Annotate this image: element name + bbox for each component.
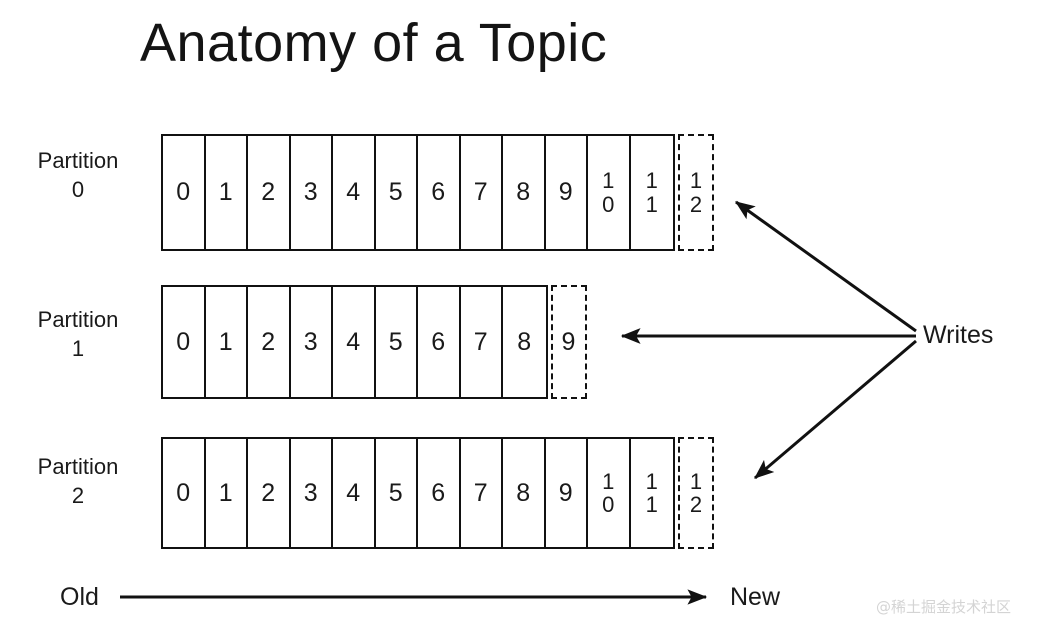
offset-value: 4 <box>346 327 361 356</box>
old-label: Old <box>60 583 99 611</box>
offset-cell[interactable]: 0 <box>163 287 206 397</box>
partition-index-0: 0 <box>71 177 85 203</box>
offset-value: 7 <box>473 178 488 206</box>
offset-value: 5 <box>388 178 403 206</box>
offset-value: 0 <box>176 178 191 206</box>
offset-value: 0 <box>176 327 191 356</box>
offset-value: 3 <box>303 478 318 507</box>
new-label: New <box>730 583 781 611</box>
offset-cell[interactable]: 1 <box>205 287 248 397</box>
offset-cell[interactable]: 7 <box>460 136 503 249</box>
offset-cell[interactable]: 3 <box>290 287 333 397</box>
offset-value: 1 <box>218 327 233 356</box>
offset-value: 3 <box>303 178 318 206</box>
offset-value: 1 <box>218 178 233 206</box>
offset-value: 8 <box>516 178 531 206</box>
offset-cell[interactable]: 8 <box>503 287 546 397</box>
offset-value: 7 <box>473 478 488 507</box>
offset-cell[interactable]: 0 <box>163 439 206 547</box>
offset-cell[interactable]: 7 <box>460 287 503 397</box>
offset-value: 2 <box>261 178 276 206</box>
offset-cell[interactable]: 5 <box>375 136 418 249</box>
offset-cell[interactable]: 9 <box>545 136 588 249</box>
offset-value: 5 <box>388 478 403 507</box>
offset-value: 9 <box>558 178 573 206</box>
partition-name-1: Partition <box>37 307 119 332</box>
offset-cell[interactable]: 6 <box>418 439 461 547</box>
partition-label-1: Partition 1 <box>3 305 153 363</box>
offset-value: 8 <box>516 478 531 507</box>
offset-value: 0 <box>176 478 191 507</box>
offset-cell[interactable]: 6 <box>418 136 461 249</box>
writes-label: Writes <box>923 321 994 349</box>
offset-cell[interactable]: 4 <box>333 136 376 249</box>
offset-cell[interactable]: 8 <box>503 136 546 249</box>
offset-cell[interactable]: 9 <box>545 439 588 547</box>
partition-1-committed-cells: 0 1 2 3 4 5 6 7 8 <box>161 285 548 399</box>
offset-value: 6 <box>431 478 446 507</box>
offset-value: 2 <box>261 478 276 507</box>
page-title: Anatomy of a Topic <box>140 13 608 73</box>
partition-label-0: Partition 0 <box>3 146 153 204</box>
offset-value: 6 <box>431 327 446 356</box>
partition-index-2: 2 <box>71 483 85 509</box>
offset-value: 6 <box>431 178 446 206</box>
offset-cell[interactable]: 1 <box>205 439 248 547</box>
offset-cell[interactable]: 2 <box>248 136 291 249</box>
partition-index-1: 1 <box>71 336 85 362</box>
offset-cell[interactable]: 8 <box>503 439 546 547</box>
write-arrow-partition-0 <box>735 200 917 333</box>
partition-name-0: Partition <box>37 148 119 173</box>
offset-cell[interactable]: 4 <box>333 439 376 547</box>
offset-cell[interactable]: 3 <box>290 439 333 547</box>
partition-row-1: 0 1 2 3 4 5 6 7 8 9 <box>161 285 587 399</box>
offset-value: 4 <box>346 178 361 206</box>
offset-cell[interactable]: 3 <box>290 136 333 249</box>
offset-cell[interactable]: 5 <box>375 439 418 547</box>
offset-cell[interactable]: 6 <box>418 287 461 397</box>
offset-value: 9 <box>558 478 573 507</box>
offset-cell[interactable]: 5 <box>375 287 418 397</box>
write-arrow-partition-2 <box>754 339 917 480</box>
offset-cell[interactable]: 4 <box>333 287 376 397</box>
partition-name-2: Partition <box>37 454 119 479</box>
offset-cell[interactable]: 2 <box>248 439 291 547</box>
offset-value: 8 <box>517 327 532 356</box>
offset-cell[interactable]: 0 <box>163 136 206 249</box>
partition-label-2: Partition 2 <box>3 452 153 510</box>
offset-value: 4 <box>346 478 361 507</box>
offset-cell[interactable]: 1 <box>205 136 248 249</box>
offset-cell[interactable]: 7 <box>460 439 503 547</box>
offset-value: 2 <box>261 327 276 356</box>
offset-value: 7 <box>473 327 488 356</box>
offset-value: 3 <box>303 327 318 356</box>
partition-1-pending-cell[interactable]: 9 <box>550 285 587 399</box>
watermark: @稀土掘金技术社区 <box>876 598 1012 616</box>
offset-cell[interactable]: 2 <box>248 287 291 397</box>
offset-value: 1 <box>218 478 233 507</box>
offset-value: 9 <box>561 327 576 356</box>
offset-value: 5 <box>388 327 403 356</box>
